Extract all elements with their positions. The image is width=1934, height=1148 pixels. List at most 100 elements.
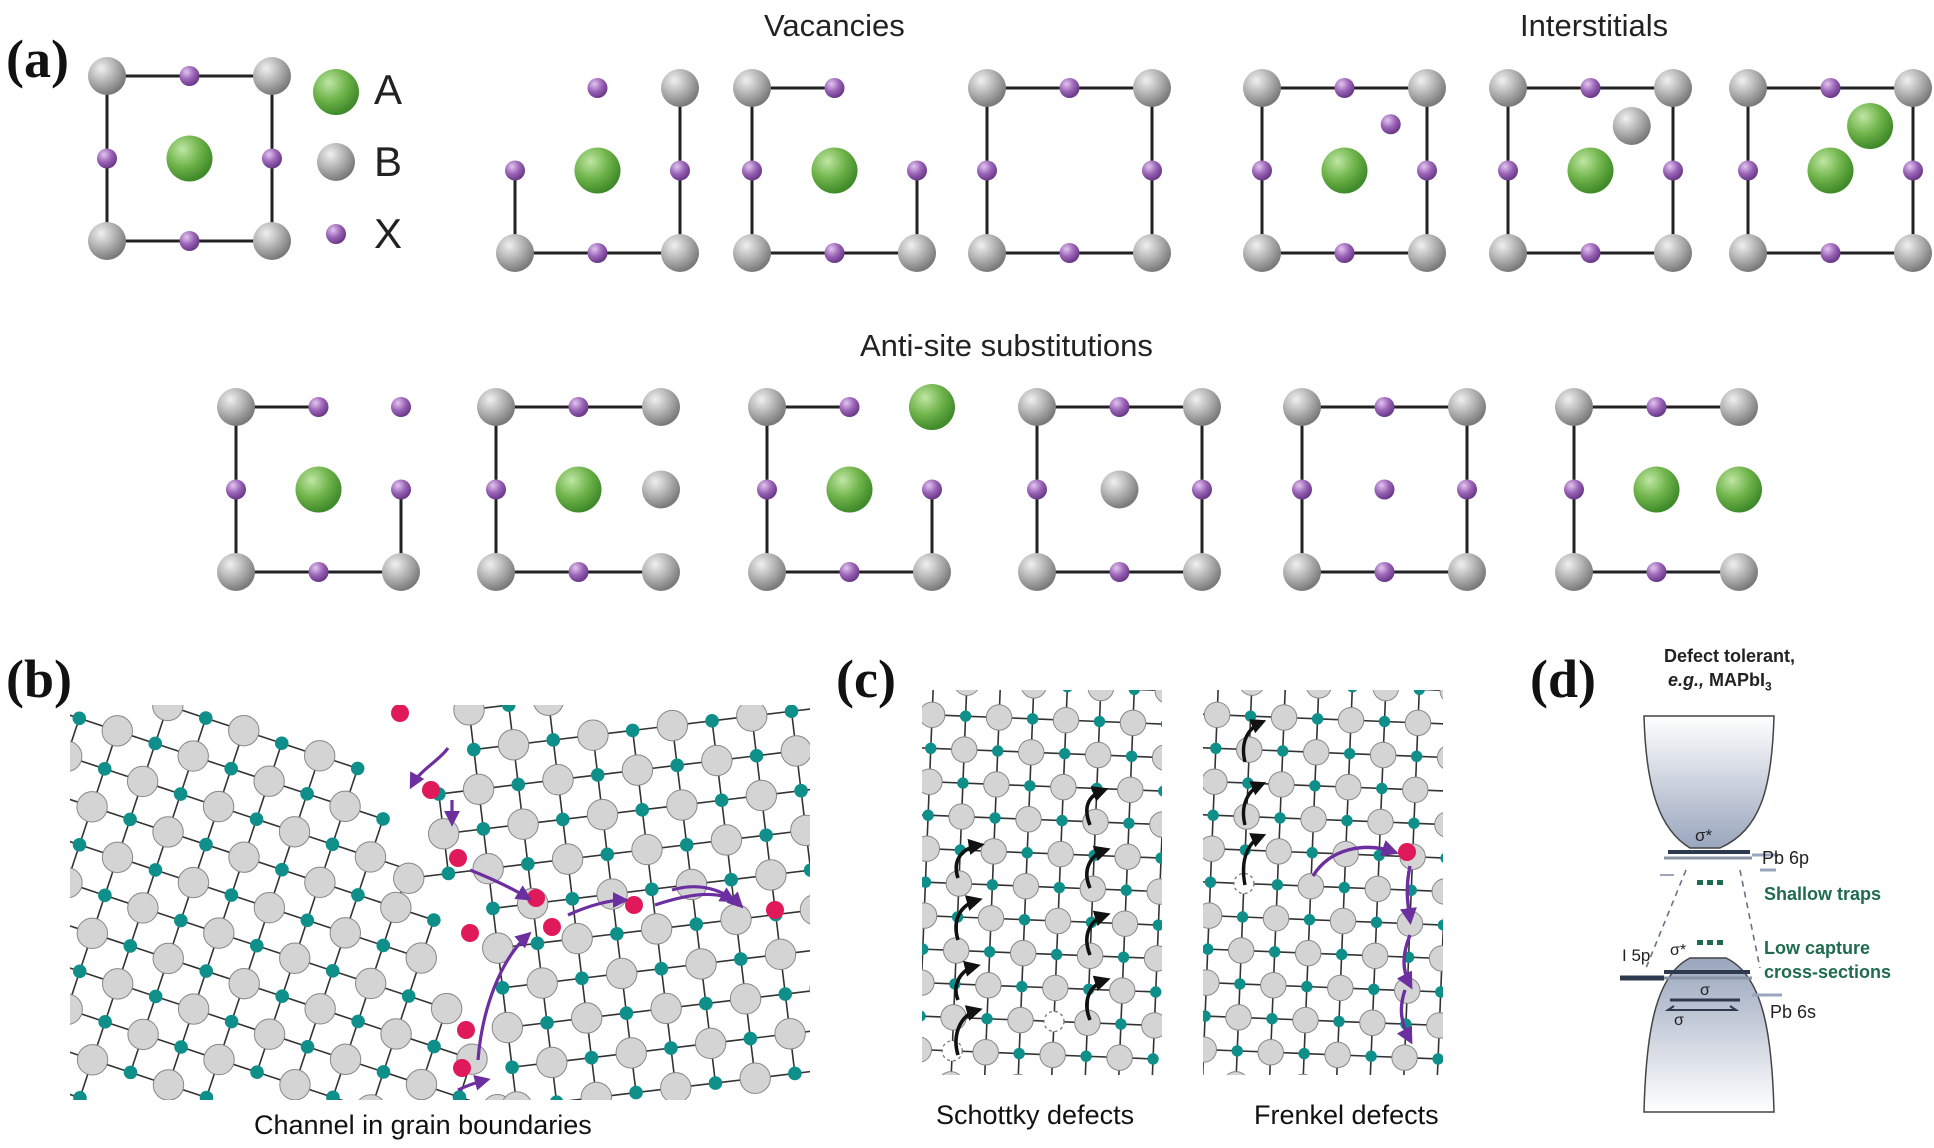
mobile-ion — [625, 896, 643, 914]
lattice-bond — [939, 930, 979, 935]
lattice-anion — [1234, 978, 1246, 990]
lattice-bond — [893, 814, 894, 847]
lattice-bond — [0, 946, 4, 984]
lattice-bond — [896, 747, 897, 780]
lattice-cation — [1072, 1077, 1097, 1102]
atom-X — [1059, 78, 1080, 98]
panel-b-caption: Channel in grain boundaries — [254, 1110, 592, 1140]
atom-X — [1646, 397, 1667, 417]
interstitial-cell-3 — [1729, 69, 1932, 272]
lattice-anion — [708, 1076, 723, 1090]
lattice-bond — [0, 1060, 4, 1073]
lattice-anion — [1306, 847, 1318, 859]
legend-atom-B — [317, 143, 355, 181]
lattice-bond — [887, 981, 888, 1014]
atom-B — [217, 388, 255, 426]
lattice-anion — [1303, 913, 1316, 926]
lattice-cation — [1149, 811, 1162, 838]
lattice-cation — [561, 922, 593, 955]
lattice-cation — [1431, 878, 1443, 905]
panel-d-title-line2: e.g., MAPbI3 — [1668, 670, 1772, 694]
lattice-cation — [864, 1088, 894, 1118]
lattice-cation — [70, 740, 83, 772]
lattice-anion — [813, 943, 827, 957]
lattice-cation — [1306, 690, 1332, 699]
panel-b-label: (b) — [6, 649, 72, 709]
lattice-bond — [904, 980, 909, 1020]
lattice-bond — [930, 856, 935, 896]
lattice-cation — [799, 895, 810, 925]
atom-B — [1894, 69, 1932, 107]
lattice-anion — [1280, 678, 1291, 689]
lattice-anion — [555, 812, 570, 827]
lattice-anion — [1440, 853, 1443, 863]
lattice-cation — [1302, 739, 1330, 766]
lattice-anion — [1173, 842, 1184, 853]
atom-B — [1555, 388, 1593, 426]
lattice-anion — [1446, 718, 1457, 729]
lattice-cation — [101, 715, 133, 747]
lattice-anion — [505, 1060, 519, 1075]
lattice-anion — [848, 898, 862, 912]
atom-X — [1903, 160, 1923, 181]
lattice-bond — [855, 905, 860, 945]
lattice-anion — [1050, 948, 1063, 961]
atom-B — [1183, 388, 1221, 426]
lattice-cation — [1297, 1073, 1309, 1075]
lattice-cation — [430, 992, 463, 1025]
lattice-bond — [1442, 915, 1443, 926]
atom-B — [1489, 69, 1527, 107]
atom-B — [1448, 388, 1486, 426]
lattice-anion — [1311, 713, 1324, 725]
lattice-cation — [27, 1070, 57, 1100]
lattice-cation — [1082, 808, 1109, 836]
atom-X — [839, 562, 860, 582]
lattice-bond — [29, 706, 42, 744]
lattice-bond — [835, 1064, 875, 1069]
panel-d-title-material: MAPbI — [1709, 670, 1766, 690]
lattice-anion — [1236, 911, 1249, 923]
lattice-anion — [784, 705, 799, 719]
lattice-bond — [967, 683, 1000, 684]
lattice-bond — [885, 816, 925, 821]
lattice-cation — [1203, 701, 1231, 729]
atom-X — [1109, 397, 1130, 417]
lattice-cation — [1260, 972, 1287, 999]
atom-X — [1457, 479, 1477, 500]
lattice-cation — [577, 719, 609, 751]
lattice-cation — [819, 1053, 849, 1083]
lattice-anion — [351, 1014, 365, 1029]
lattice-anion — [984, 946, 996, 958]
vacancy-cell-2 — [733, 69, 936, 272]
lattice-bond — [0, 731, 29, 744]
lattice-anion — [1331, 1083, 1342, 1094]
lattice-anion — [590, 768, 605, 782]
lattice-anion — [1197, 1077, 1208, 1088]
lattice-bond — [0, 934, 4, 947]
mobile-ion — [543, 918, 561, 936]
lattice-anion — [953, 765, 967, 779]
lattice-bond — [1202, 1083, 1235, 1084]
lattice-anion — [1093, 715, 1106, 728]
lattice-anion — [803, 863, 810, 877]
lattice-anion — [1368, 983, 1380, 995]
lattice-anion — [325, 837, 340, 852]
lattice-anion — [1210, 742, 1222, 754]
lattice-cation — [453, 705, 485, 726]
lattice-anion — [902, 1013, 916, 1027]
atom-X — [308, 562, 329, 582]
lattice-anion — [1398, 1085, 1409, 1096]
lattice-bond — [508, 705, 516, 706]
lattice-bond — [846, 826, 851, 866]
lattice-cation — [870, 806, 900, 836]
lattice-anion — [199, 964, 214, 978]
lattice-bond — [1164, 758, 1165, 791]
lattice-anion — [427, 913, 441, 927]
lattice-cation — [329, 790, 361, 823]
lattice-bond — [815, 910, 820, 950]
lattice-cation — [774, 1018, 806, 1050]
lattice-bond — [915, 737, 920, 777]
lattice-bond — [880, 776, 920, 781]
shallow-trap-mark — [1707, 880, 1713, 885]
lattice-anion — [300, 913, 315, 928]
